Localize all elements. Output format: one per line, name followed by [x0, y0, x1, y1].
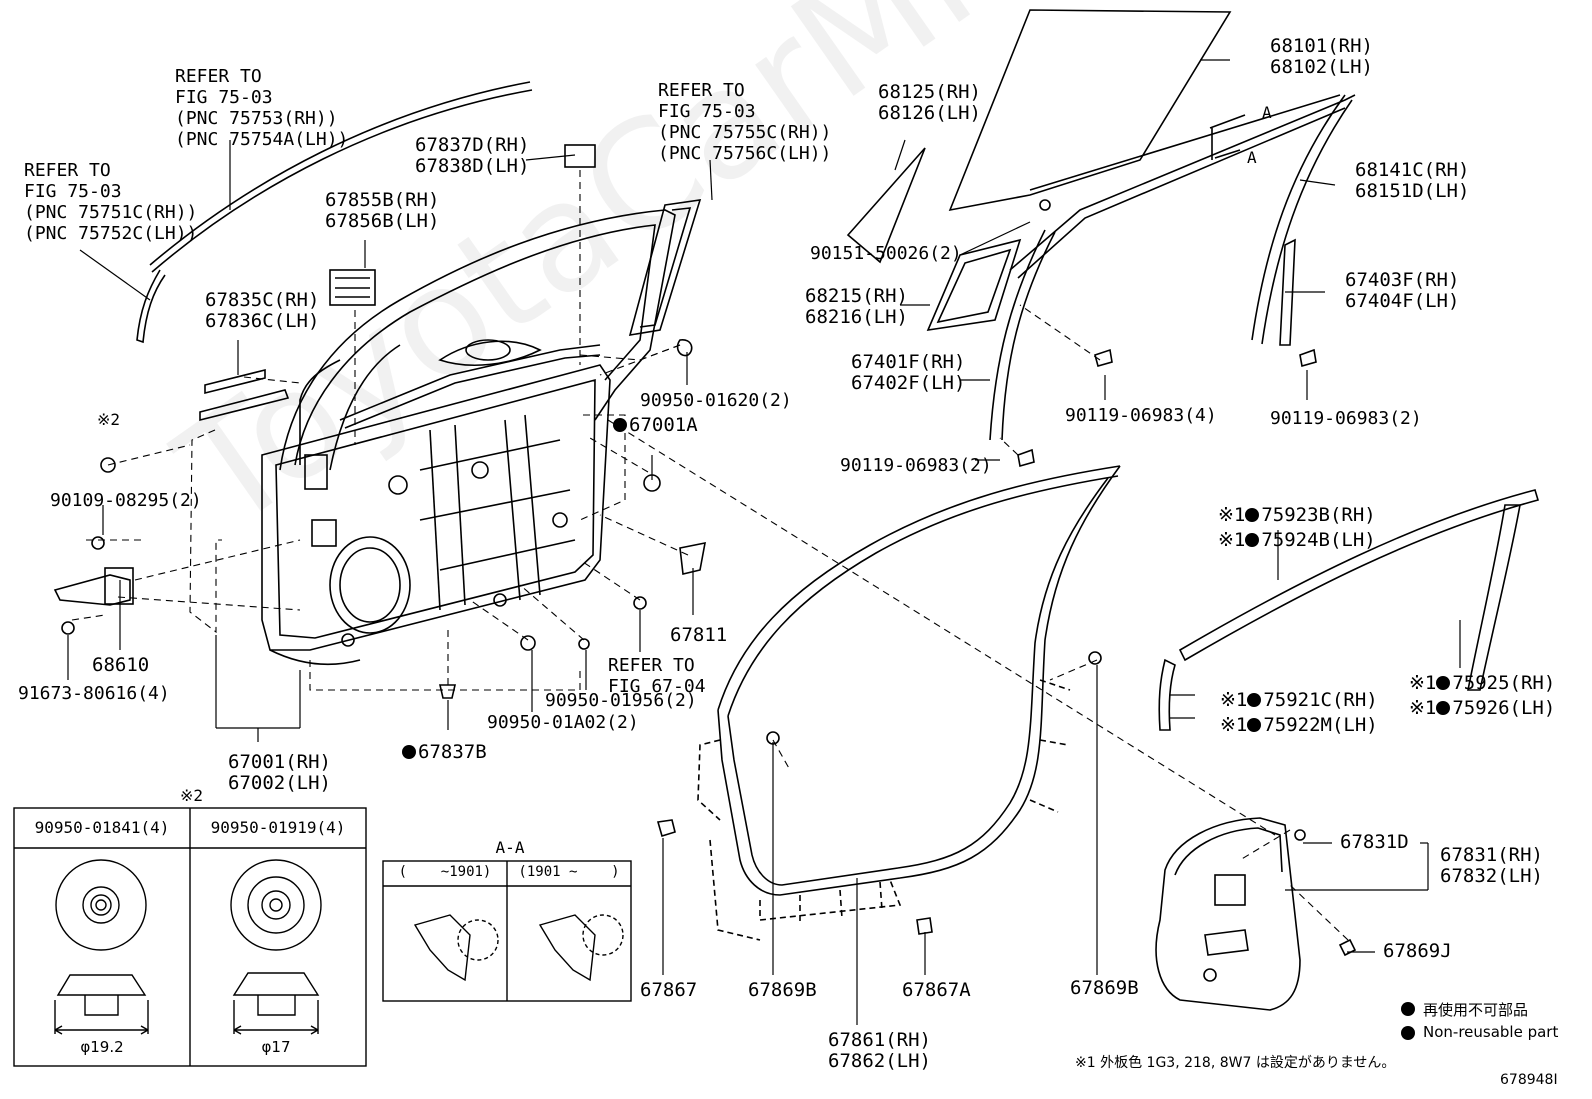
label-part-67811[interactable]: 67811	[670, 624, 728, 646]
label-refer-67-04: REFER TO FIG 67-04	[608, 655, 706, 697]
note-2-table-marker: ※2	[180, 786, 204, 805]
label-part-90119-4[interactable]: 90119-06983(4)	[1065, 405, 1217, 426]
roof-molding	[136, 81, 702, 344]
hinge-parts	[53, 144, 707, 699]
service-cover	[1155, 817, 1357, 1011]
label-part-67835c[interactable]: 67835C(RH) 67836C(LH)	[205, 289, 320, 332]
label-part-67001[interactable]: 67001(RH) 67002(LH)	[228, 751, 331, 794]
weatherstrip	[656, 465, 1121, 941]
label-part-75924b[interactable]: ※1 75924B(LH)	[1218, 530, 1376, 551]
label-part-75926-text: 75926(LH)	[1452, 697, 1556, 719]
note-1-marker: ※1	[1218, 529, 1246, 551]
label-part-75922m[interactable]: ※1 75922M(LH)	[1220, 715, 1378, 736]
note-1-marker: ※1	[1409, 672, 1437, 694]
legend-dots	[1401, 1002, 1415, 1040]
leader-lines	[67, 59, 1461, 1025]
label-part-90109[interactable]: 90109-08295(2)	[50, 490, 202, 511]
note-1-marker: ※1	[1220, 714, 1248, 736]
label-part-67831d[interactable]: 67831D	[1340, 831, 1409, 853]
label-part-67837d[interactable]: 67837D(RH) 67838D(LH)	[415, 134, 530, 177]
note-1-marker: ※1	[1218, 504, 1246, 526]
label-part-67855b[interactable]: 67855B(RH) 67856B(LH)	[325, 189, 440, 232]
label-part-68141c[interactable]: 68141C(RH) 68151D(LH)	[1355, 159, 1470, 202]
label-part-75923b-text: 75923B(RH)	[1261, 504, 1376, 526]
glass-parts	[846, 9, 1356, 468]
section-marker-a-2: A	[1247, 148, 1257, 167]
non-reusable-icon	[1436, 676, 1451, 690]
footnote-1: ※1 外板色 1G3, 218, 8W7 は設定がありません。	[1075, 1055, 1396, 1071]
label-part-67001a[interactable]: 67001A	[613, 415, 698, 436]
note-2-marker: ※2	[97, 410, 121, 429]
section-aa-col2: (1901 ~ )	[518, 864, 620, 880]
label-part-75923b[interactable]: ※1 75923B(RH)	[1218, 505, 1376, 526]
label-part-68125[interactable]: 68125(RH) 68126(LH)	[878, 81, 981, 124]
clip-table	[13, 807, 367, 1067]
label-part-90950-01956[interactable]: 90950-01956(2)	[545, 690, 697, 711]
note-1-marker: ※1	[1409, 697, 1437, 719]
section-marker-a-1: A	[1262, 103, 1272, 122]
non-reusable-icon	[1247, 693, 1262, 707]
label-refer-75-03-top: REFER TO FIG 75-03 (PNC 75753(RH)) (PNC …	[175, 66, 349, 150]
label-part-67831[interactable]: 67831(RH) 67832(LH)	[1440, 844, 1543, 887]
label-part-75925-text: 75925(RH)	[1452, 672, 1556, 694]
label-part-90151[interactable]: 90151-50026(2)	[810, 243, 962, 264]
label-part-67867[interactable]: 67867	[640, 979, 698, 1001]
legend-non-reusable-jp: 再使用不可部品	[1423, 1001, 1529, 1019]
non-reusable-icon	[1245, 533, 1260, 547]
dimension-19-2: φ19.2	[80, 1038, 124, 1056]
label-refer-75-03-mid: REFER TO FIG 75-03 (PNC 75755C(RH)) (PNC…	[658, 80, 832, 164]
label-part-67001a-text: 67001A	[629, 414, 698, 436]
label-part-90950-01a02[interactable]: 90950-01A02(2)	[487, 712, 639, 733]
label-part-75922m-text: 75922M(LH)	[1263, 714, 1378, 736]
label-part-67867a[interactable]: 67867A	[902, 979, 971, 1001]
label-part-90950-01620[interactable]: 90950-01620(2)	[640, 390, 792, 411]
label-part-75921c[interactable]: ※1 75921C(RH)	[1220, 690, 1378, 711]
table-header-90950-01841[interactable]: 90950-01841(4)	[34, 818, 170, 837]
section-aa	[382, 860, 632, 1002]
legend-non-reusable-en: Non-reusable part	[1423, 1023, 1559, 1041]
non-reusable-icon	[613, 418, 627, 432]
label-part-67869b-right[interactable]: 67869B	[1070, 977, 1139, 999]
non-reusable-icon	[402, 745, 416, 759]
label-part-67869j[interactable]: 67869J	[1383, 940, 1452, 962]
label-part-67869b-left[interactable]: 67869B	[748, 979, 817, 1001]
note-1-marker: ※1	[1220, 689, 1248, 711]
non-reusable-icon	[1436, 701, 1451, 715]
label-part-68610[interactable]: 68610	[92, 654, 150, 676]
label-part-75926[interactable]: ※1 75926(LH)	[1409, 698, 1555, 719]
table-header-90950-01919[interactable]: 90950-01919(4)	[210, 818, 346, 837]
label-part-90119-2a[interactable]: 90119-06983(2)	[840, 455, 992, 476]
door-frame	[261, 209, 676, 666]
label-part-75925[interactable]: ※1 75925(RH)	[1409, 673, 1555, 694]
label-part-90119-2b[interactable]: 90119-06983(2)	[1270, 408, 1422, 429]
label-part-67861[interactable]: 67861(RH) 67862(LH)	[828, 1029, 931, 1072]
label-part-75921c-text: 75921C(RH)	[1263, 689, 1378, 711]
label-refer-75-03-left: REFER TO FIG 75-03 (PNC 75751C(RH)) (PNC…	[24, 160, 198, 244]
label-part-91673[interactable]: 91673-80616(4)	[18, 683, 170, 704]
label-part-68215[interactable]: 68215(RH) 68216(LH)	[805, 285, 908, 328]
dimension-17: φ17	[261, 1038, 291, 1056]
label-part-67401f[interactable]: 67401F(RH) 67402F(LH)	[851, 351, 966, 394]
label-part-67837b-text: 67837B	[418, 741, 487, 763]
label-part-67403f[interactable]: 67403F(RH) 67404F(LH)	[1345, 269, 1460, 312]
label-part-67837b[interactable]: 67837B	[402, 742, 487, 763]
section-aa-title: A-A	[495, 838, 525, 857]
dashed-lines	[71, 170, 1349, 941]
label-part-75924b-text: 75924B(LH)	[1261, 529, 1376, 551]
figure-id: 678948I	[1500, 1072, 1558, 1088]
pillar-garnish	[1158, 489, 1540, 731]
label-part-68101[interactable]: 68101(RH) 68102(LH)	[1270, 35, 1373, 78]
non-reusable-icon	[1245, 508, 1260, 522]
non-reusable-icon	[1247, 718, 1262, 732]
section-aa-col1: ( ~1901)	[398, 864, 492, 880]
